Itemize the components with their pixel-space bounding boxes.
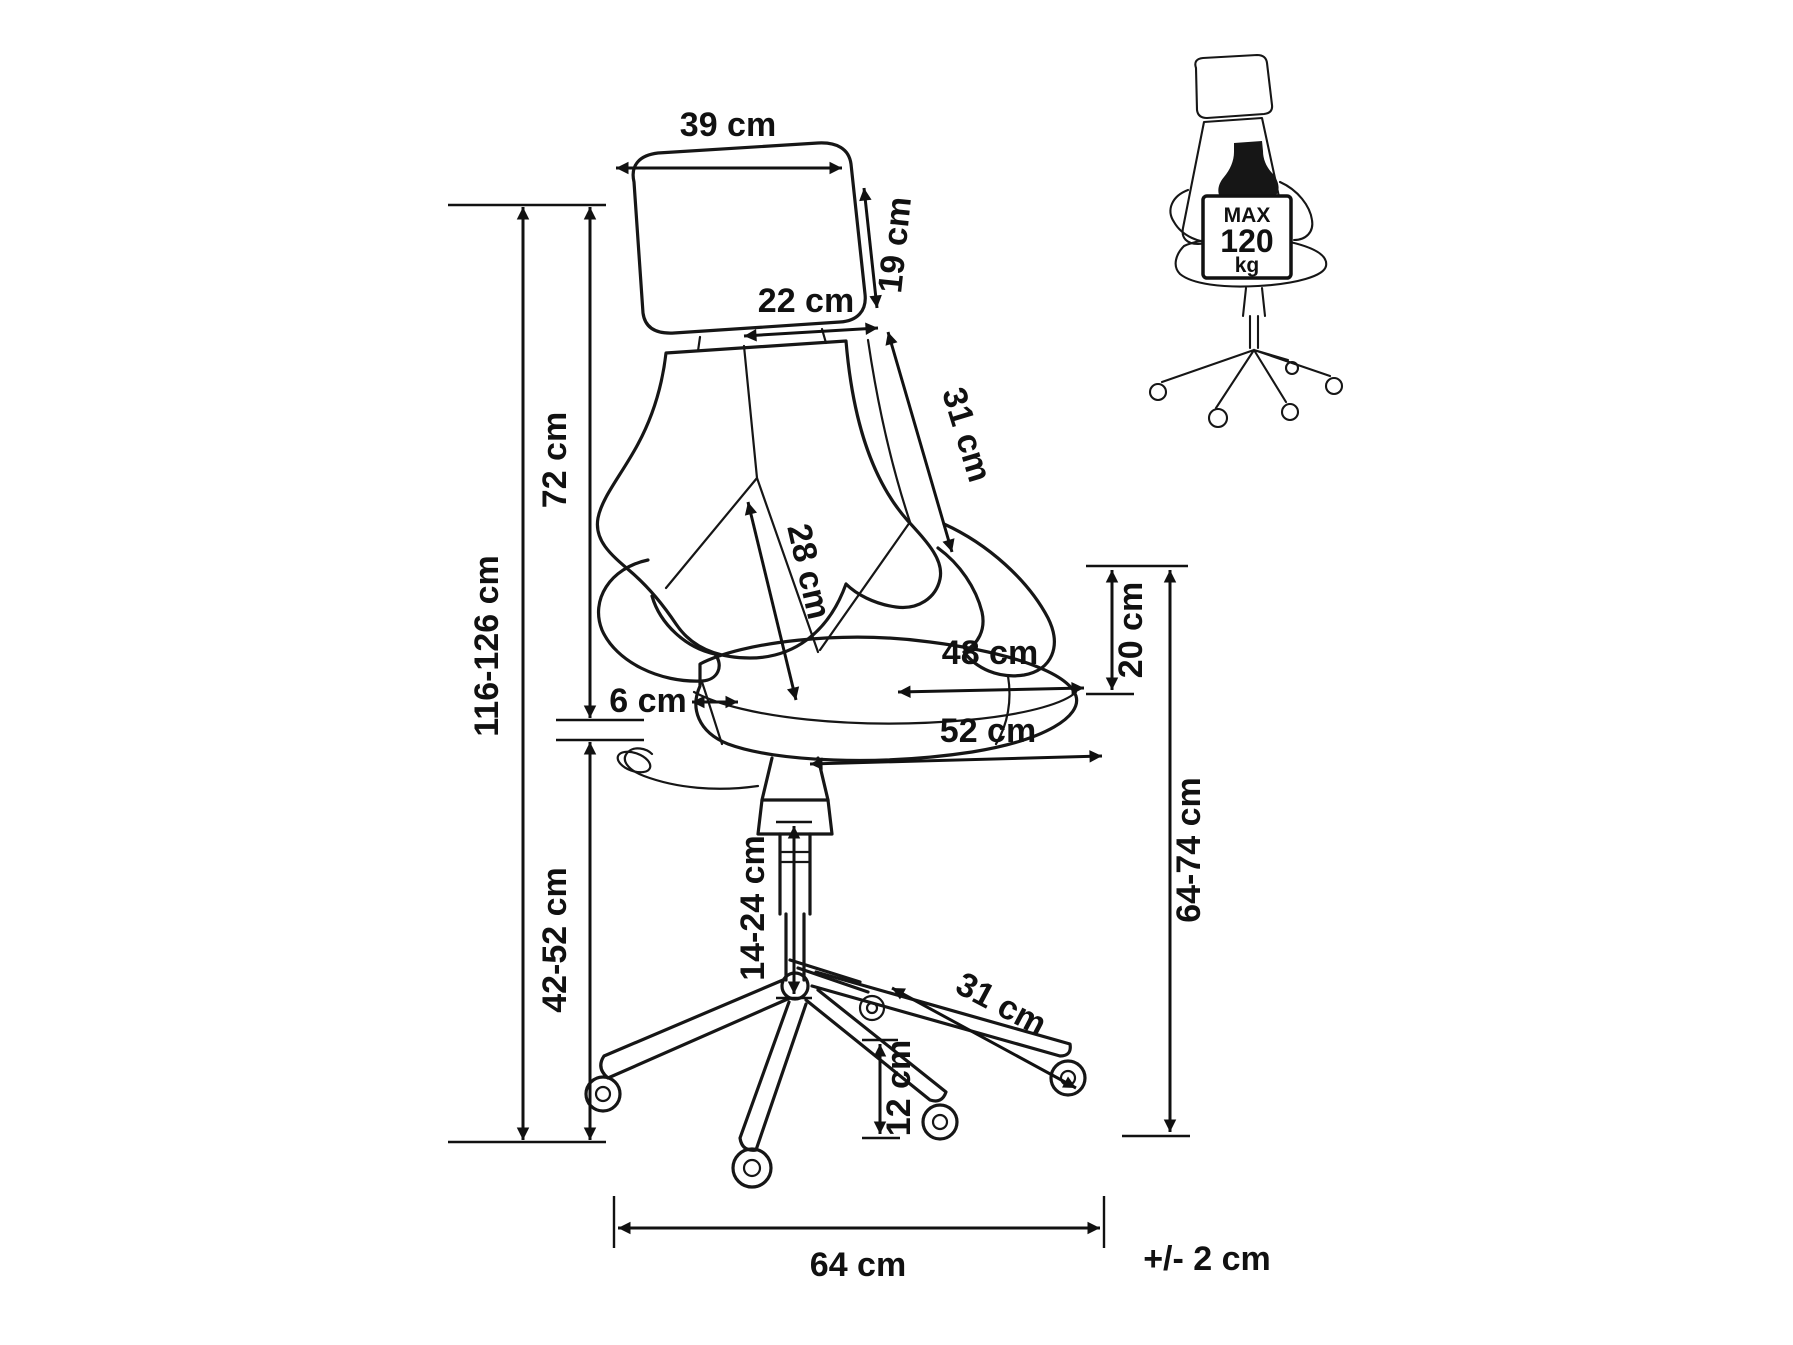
adjustment-lever xyxy=(616,747,760,790)
max-load-line2: 120 xyxy=(1220,223,1273,259)
label-total-height: 116-126 cm xyxy=(468,555,506,737)
label-backrest-height: 72 cm xyxy=(536,412,574,508)
backrest-outline xyxy=(595,339,943,660)
label-headrest-width: 39 cm xyxy=(680,106,776,144)
dim-line-headrest-height xyxy=(859,187,882,309)
seat-outline xyxy=(694,635,1079,762)
weight-icon xyxy=(1218,141,1279,202)
right-armrest xyxy=(936,522,1056,678)
dimension-labels: 39 cm 116-126 cm 72 cm 42-52 cm 19 cm 22… xyxy=(468,106,1271,1284)
label-headrest-height: 19 cm xyxy=(871,195,919,295)
dim-line-seat-width xyxy=(897,682,1085,698)
label-armrest-height: 64-74 cm xyxy=(1170,777,1208,923)
seat-contour xyxy=(692,690,1078,725)
label-armrest-above-seat: 20 cm xyxy=(1112,582,1150,678)
max-load-badge: MAX 120 kg xyxy=(1201,141,1293,280)
dimension-arrows xyxy=(516,161,1177,1235)
label-seat-height: 42-52 cm xyxy=(536,867,574,1013)
left-armrest xyxy=(596,558,721,683)
label-base-width: 64 cm xyxy=(810,1246,906,1284)
extension-ticks xyxy=(448,203,1190,1248)
dim-line-backrest-top-width xyxy=(743,322,879,342)
max-load-line1: MAX xyxy=(1224,204,1271,227)
dim-line-backrest-panel-height xyxy=(885,331,955,553)
label-seat-depth: 52 cm xyxy=(940,712,1036,750)
casters xyxy=(584,1059,1087,1189)
label-caster-height: 12 cm xyxy=(880,1040,918,1136)
dim-line-seat-depth xyxy=(809,750,1103,770)
max-load-line3: kg xyxy=(1235,254,1260,277)
label-backrest-top-width: 22 cm xyxy=(758,282,854,320)
label-armrest-thickness: 6 cm xyxy=(609,682,687,720)
dim-line-base-leg-length xyxy=(891,986,1077,1090)
base-rear-leg xyxy=(788,958,886,1022)
tolerance-note: +/- 2 cm xyxy=(1143,1240,1271,1278)
label-backrest-panel-height: 31 cm xyxy=(934,383,999,486)
label-seat-width: 48 cm xyxy=(942,634,1038,672)
label-base-leg-length: 31 cm xyxy=(950,965,1053,1044)
max-load-box xyxy=(1201,194,1293,280)
dim-line-backrest-seam xyxy=(744,501,800,701)
label-backrest-seam: 28 cm xyxy=(779,520,838,622)
backrest-seams xyxy=(664,338,912,654)
label-gas-lift-range: 14-24 cm xyxy=(734,835,772,981)
